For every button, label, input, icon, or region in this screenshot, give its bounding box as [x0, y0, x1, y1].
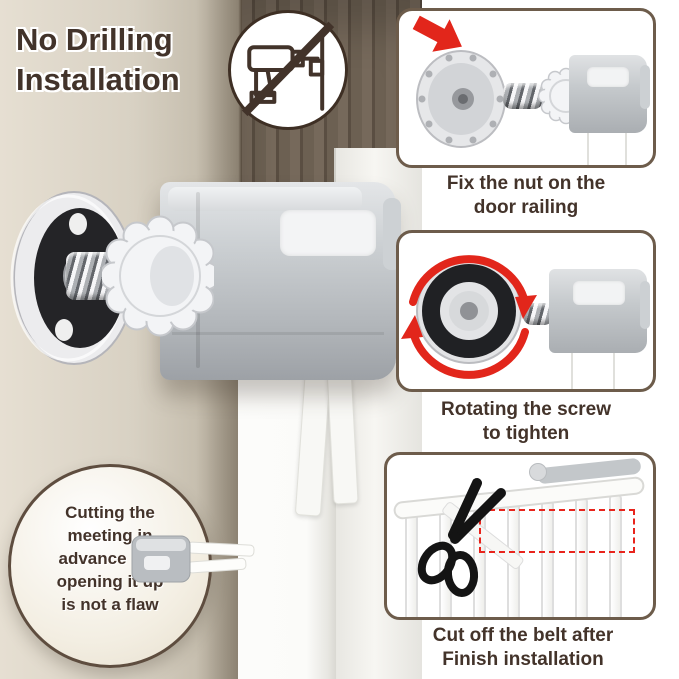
step-caption-2-line1: Rotating the screw — [441, 399, 611, 420]
bracket-latch-plate — [280, 210, 376, 256]
screw-front-view — [416, 258, 522, 364]
step-caption-3: Cut off the belt after Finish installati… — [378, 624, 668, 672]
note-bracket-thumb — [131, 535, 255, 583]
no-drilling-badge — [228, 10, 348, 130]
post-thumb2 — [571, 351, 615, 389]
tension-knob — [102, 215, 214, 337]
page-title-line1: No Drilling — [16, 22, 173, 57]
step-caption-1: Fix the nut on the door railing — [396, 172, 656, 220]
note-line: Cutting the — [65, 503, 155, 522]
scissors-icon — [417, 478, 506, 597]
note-line: meeting in — [67, 526, 153, 545]
note-text: Cutting the meeting in advance and openi… — [11, 467, 209, 616]
step-caption-1-line1: Fix the nut on the — [446, 173, 606, 194]
step-panel-3 — [384, 452, 656, 620]
note-circle: Cutting the meeting in advance and openi… — [8, 464, 212, 668]
rotation-arrows-icon — [401, 255, 537, 379]
screw-spring-thumb — [503, 83, 543, 109]
bracket-thumb — [569, 55, 650, 133]
step-caption-3-line1: Cut off the belt after — [432, 625, 614, 646]
step-panel-2 — [396, 230, 656, 392]
adjuster-knob — [529, 463, 547, 481]
bracket-plate-thumb — [587, 67, 629, 87]
wall-cup-front — [416, 50, 506, 148]
page-title: No Drilling Installation — [16, 20, 256, 100]
screw-spring-thumb2 — [523, 303, 553, 325]
bracket-top-face — [168, 187, 362, 211]
drill-icon — [241, 21, 335, 117]
post-thumb — [587, 131, 627, 165]
bracket-cap-thumb — [640, 65, 650, 109]
bracket-cap-thumb2 — [640, 281, 650, 329]
bracket-plate-thumb2 — [573, 281, 625, 305]
red-arrow-icon — [412, 15, 462, 52]
bracket-seam — [172, 332, 384, 335]
step-caption-2-line2: to tighten — [482, 423, 570, 444]
step-caption-2: Rotating the screw to tighten — [396, 398, 656, 446]
step-caption-1-line2: door railing — [473, 197, 579, 218]
step-caption-3-line2: Finish installation — [442, 649, 604, 670]
step-panel-1 — [396, 8, 656, 168]
prohibition-slash — [241, 21, 335, 117]
page-title-line2: Installation — [16, 62, 180, 97]
note-line: is not a flaw — [61, 595, 159, 614]
cut-area-dashed-box — [479, 509, 635, 553]
bracket-thumb2 — [549, 269, 650, 353]
